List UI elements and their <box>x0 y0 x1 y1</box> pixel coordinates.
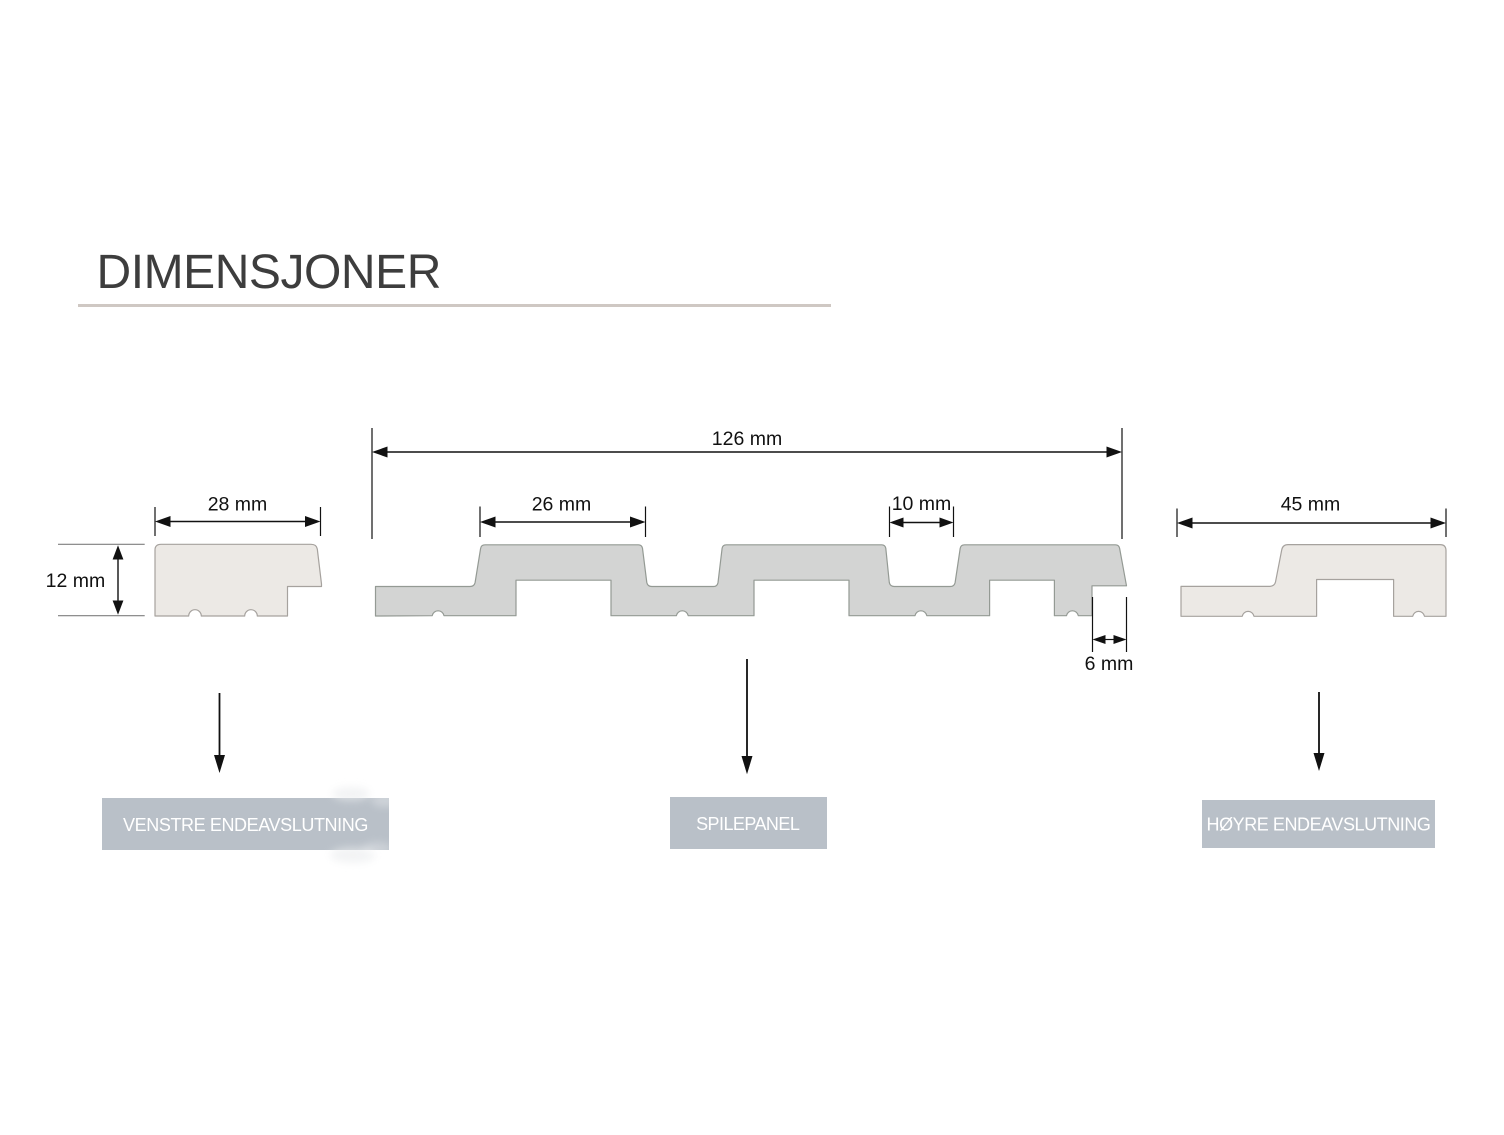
svg-text:45 mm: 45 mm <box>1281 494 1341 516</box>
svg-text:6 mm: 6 mm <box>1085 653 1134 675</box>
svg-text:28 mm: 28 mm <box>208 494 268 516</box>
svg-text:DIMENSJONER: DIMENSJONER <box>97 246 441 299</box>
svg-text:HØYRE ENDEAVSLUTNING: HØYRE ENDEAVSLUTNING <box>1207 815 1431 835</box>
svg-text:26 mm: 26 mm <box>532 494 592 516</box>
svg-text:12 mm: 12 mm <box>46 570 106 592</box>
svg-text:126 mm: 126 mm <box>712 428 782 450</box>
svg-text:VENSTRE ENDEAVSLUTNING: VENSTRE ENDEAVSLUTNING <box>123 815 368 835</box>
svg-text:SPILEPANEL: SPILEPANEL <box>696 814 800 834</box>
svg-text:10 mm: 10 mm <box>892 493 952 515</box>
